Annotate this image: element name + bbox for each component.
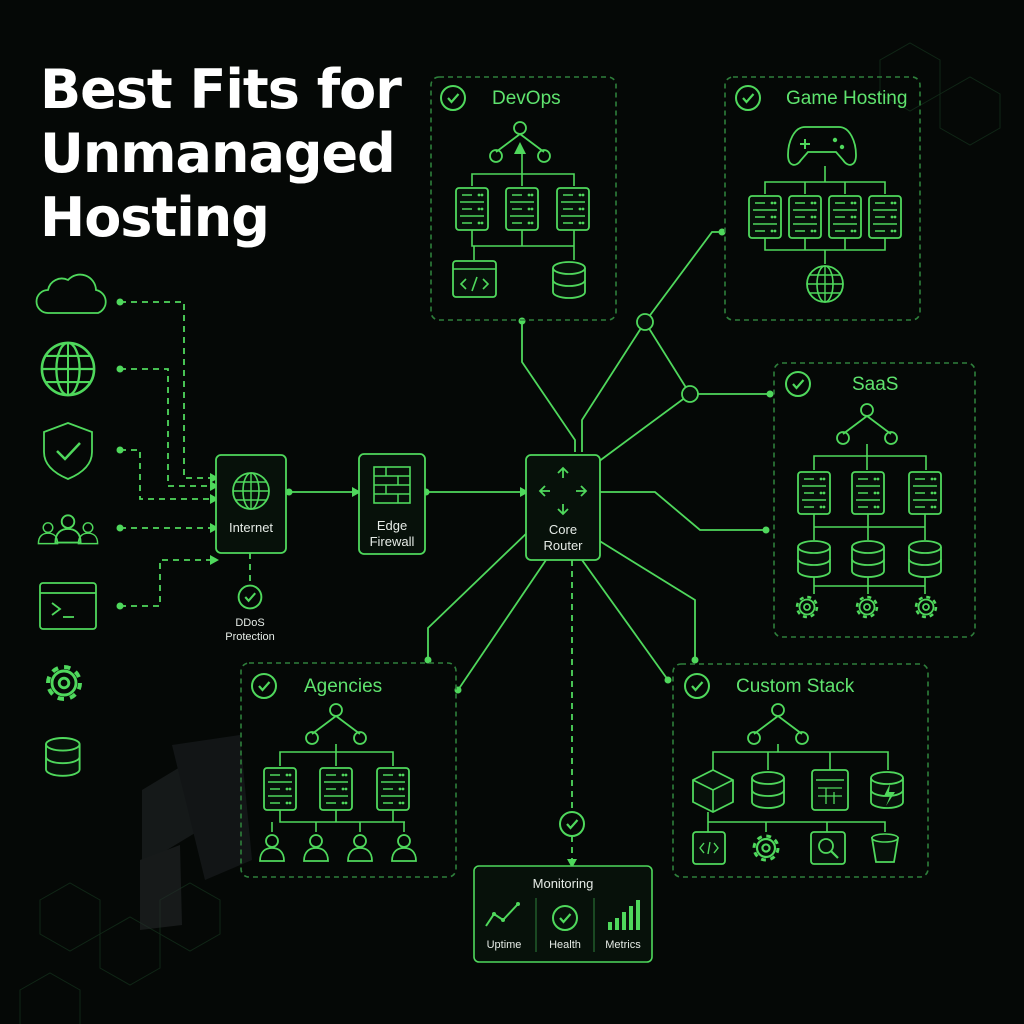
group-saas	[773, 362, 976, 638]
globe-icon	[40, 341, 96, 397]
firewall-label-line-2: Firewall	[369, 534, 415, 549]
monitoring-panel	[473, 865, 653, 963]
router-label-line-1: Core	[548, 522, 578, 537]
router-arrows-icon	[538, 466, 588, 516]
router-label: Core Router	[526, 522, 600, 554]
metrics-label: Metrics	[605, 939, 641, 951]
firewall-node	[358, 453, 426, 555]
cloud-icon	[35, 273, 107, 314]
router-label-line-2: Router	[543, 538, 583, 553]
ddos-label-line-2: Protection	[225, 631, 275, 643]
page-title-line-3: Hosting	[40, 186, 270, 249]
core-router-node	[525, 454, 601, 561]
internet-node	[215, 454, 287, 554]
junction-nodes	[636, 313, 699, 403]
group-game-hosting	[724, 76, 921, 321]
page-title-line-1: Best Fits for	[40, 58, 402, 121]
terminal-icon	[39, 582, 97, 630]
shield-icon	[43, 422, 93, 480]
firewall-label: Edge Firewall	[359, 518, 425, 550]
group-custom-stack	[672, 663, 929, 878]
cube-icon	[692, 768, 734, 814]
firewall-label-line-1: Edge	[376, 518, 408, 533]
gamepad-icon	[787, 126, 857, 166]
monitoring-check-icon	[558, 810, 586, 838]
ddos-label-line-1: DDoS	[235, 617, 265, 629]
background-pattern	[19, 42, 1001, 1024]
gear-icon	[48, 667, 80, 699]
source-links	[120, 301, 214, 607]
users-icon	[37, 514, 99, 545]
database-icon	[45, 737, 81, 777]
group-title-game-hosting: Game Hosting	[786, 88, 908, 109]
monitoring-title: Monitoring	[532, 876, 594, 891]
bucket-icon	[870, 833, 900, 863]
group-agencies	[240, 662, 457, 878]
search-icon	[810, 831, 846, 865]
arrowheads	[210, 473, 577, 868]
uptime-label: Uptime	[486, 939, 522, 951]
metrics-bars-icon	[608, 900, 640, 930]
group-title-devops: DevOps	[492, 88, 561, 109]
bolt-db-icon	[870, 771, 904, 809]
group-title-agencies: Agencies	[304, 676, 383, 697]
group-title-custom-stack: Custom Stack	[736, 676, 855, 697]
ddos-label: DDoS Protection	[205, 616, 295, 644]
ddos-check-icon	[237, 584, 263, 610]
internet-label: Internet	[228, 520, 274, 535]
group-devops	[430, 76, 617, 321]
source-dots	[116, 298, 124, 610]
server-board-icon	[811, 769, 849, 811]
page-title-line-2: Unmanaged	[40, 122, 396, 185]
uptime-chart-icon	[485, 902, 520, 927]
network-links	[249, 231, 770, 862]
health-label: Health	[549, 939, 581, 951]
group-title-saas: SaaS	[852, 374, 899, 395]
logo-watermark	[140, 735, 252, 930]
